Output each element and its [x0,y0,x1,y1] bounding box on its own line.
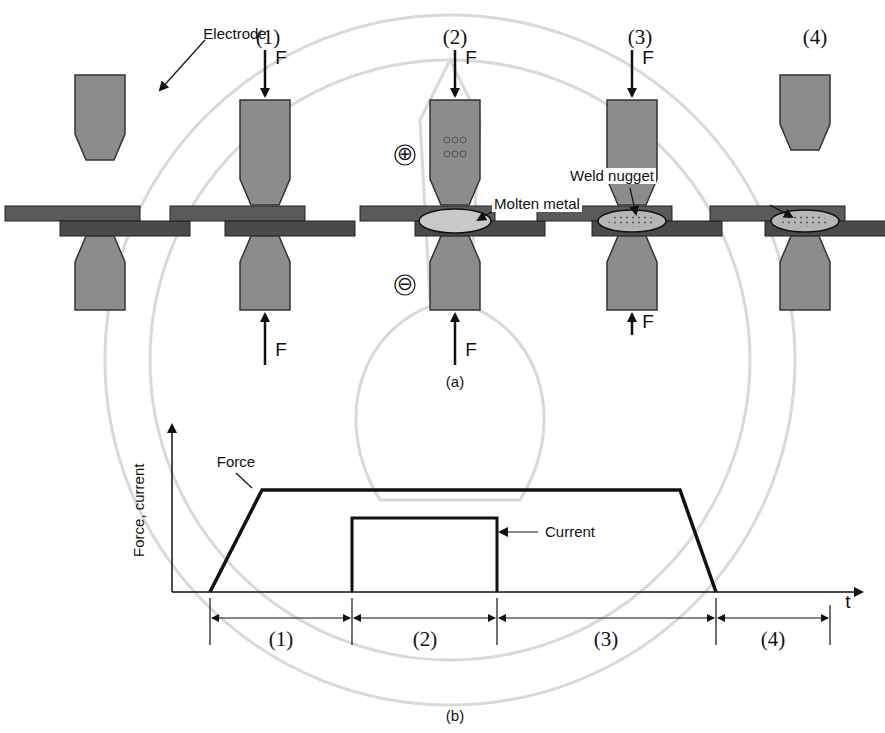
force-arrow [454,314,457,365]
interval-number: (3) [594,628,619,651]
heat-texture [444,137,450,143]
upper-electrode [780,75,830,150]
interval-number: (1) [269,628,294,651]
stage-number: (3) [628,26,653,49]
heat-texture [460,137,466,143]
part-label: Molten metal [492,196,582,213]
leader-line [770,205,792,217]
nugget-texture [608,215,656,227]
heat-texture [460,151,466,157]
axis-label: t [845,592,850,613]
stage-number: (2) [443,26,468,49]
force-arrow [264,50,267,96]
lower-electrode [240,236,290,310]
part-label: Electrode [203,26,266,43]
lower-electrode [75,236,125,310]
upper-electrode [607,100,657,205]
upper-electrode [240,100,290,205]
subfigure-label: (a) [446,374,464,391]
heat-texture [452,151,458,157]
force-current-chart [172,425,862,645]
curve-label: Current [543,524,597,541]
heat-texture [444,151,450,157]
interval-number: (4) [761,628,786,651]
leader-line [160,40,205,90]
upper-sheet [170,206,305,221]
watermark-emblem [105,15,795,705]
lower-sheet [225,221,355,236]
force-label: F [275,48,287,69]
curve-label: Force [215,454,257,471]
force-label: F [642,48,654,69]
upper-electrode [430,100,480,205]
part-label: Weld nugget [568,168,656,185]
weld-nugget [771,210,839,232]
molten-metal [419,209,491,233]
interval-number: (2) [413,628,438,651]
force-arrow [631,314,634,335]
lower-electrode [607,236,657,310]
stage-number: (4) [803,26,828,49]
leader-line [630,188,636,214]
weld-nugget [598,210,666,232]
lower-electrode [780,236,830,310]
nugget-texture [781,215,829,227]
force-label: F [275,340,287,361]
subfigure-label: (b) [446,708,464,725]
force-label: F [642,312,654,333]
lower-electrode [430,236,480,310]
force-label: F [465,340,477,361]
polarity-sign: ⊕ [397,144,413,165]
upper-sheet [5,206,140,221]
lower-sheet [60,221,190,236]
polarity-sign: ⊖ [397,274,413,295]
upper-electrode [75,75,125,160]
axis-label: Force, current [132,463,149,556]
force-arrow [454,50,457,96]
force-label: F [465,48,477,69]
force-arrow [631,50,634,96]
force-arrow [264,314,267,365]
heat-texture [452,137,458,143]
